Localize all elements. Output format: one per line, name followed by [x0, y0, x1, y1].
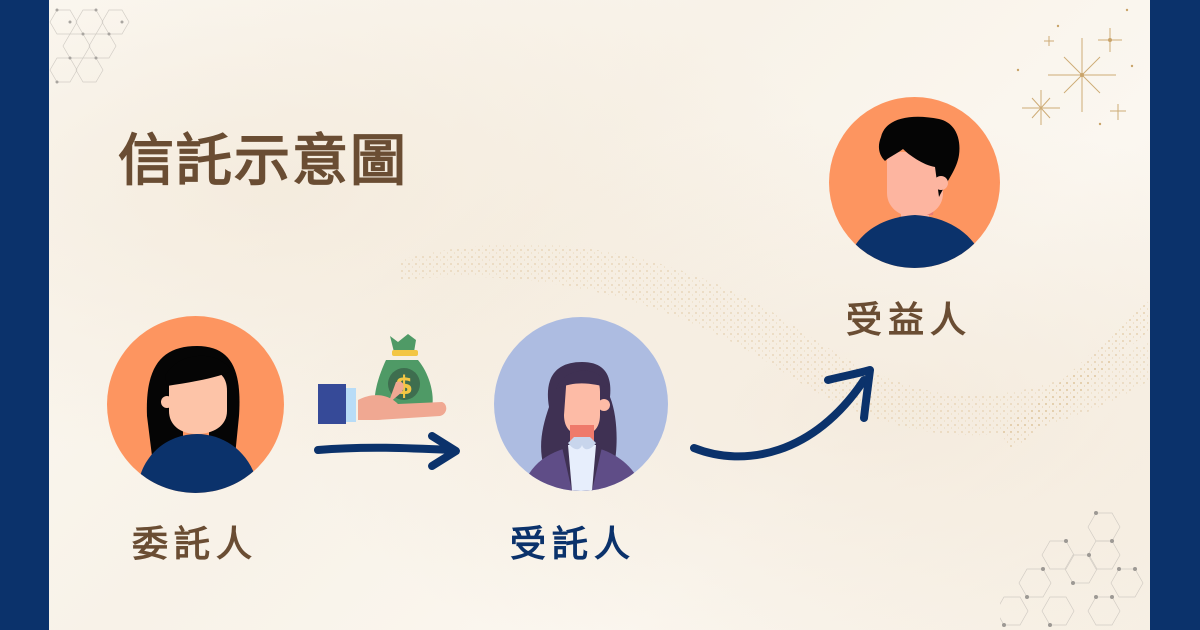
woman-avatar-icon: [137, 346, 259, 493]
right-frame-border: [1150, 0, 1200, 630]
man-avatar-icon: [847, 116, 985, 268]
left-frame-border: [0, 0, 49, 630]
settlor-label: 委託人: [132, 524, 259, 565]
businesswoman-avatar-icon: [522, 362, 644, 491]
trustee-label: 受託人: [510, 524, 637, 565]
beneficiary-label: 受益人: [846, 300, 973, 341]
settlor-avatar: [107, 316, 284, 493]
beneficiary-avatar: [829, 97, 1000, 268]
trustee-avatar: [494, 317, 668, 491]
page-title: 信託示意圖: [118, 128, 408, 194]
